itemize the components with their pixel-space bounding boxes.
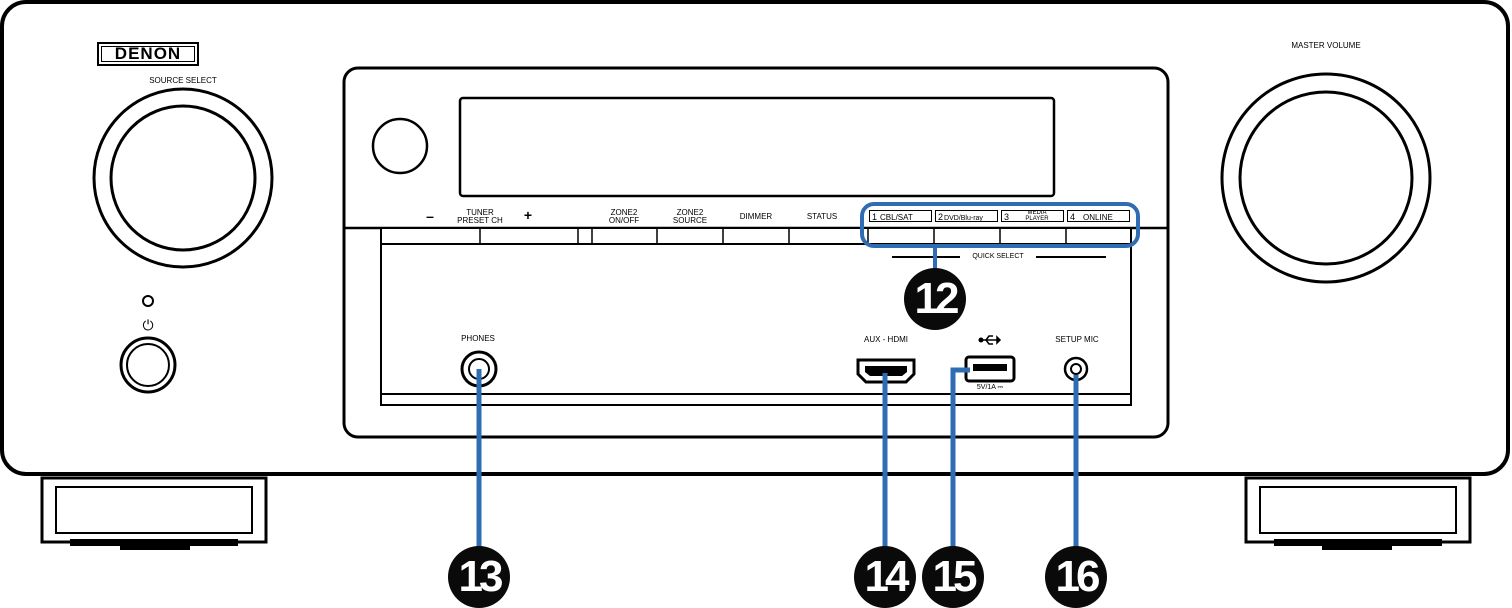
preset-minus-label: –: [426, 208, 434, 224]
callout-14-badge: 14: [854, 546, 916, 608]
quick-select-2-button[interactable]: 2DVD/Blu-ray: [935, 210, 998, 222]
phones-label: PHONES: [461, 334, 495, 343]
master-volume-label: MASTER VOLUME: [1291, 41, 1361, 50]
quick-select-label: QUICK SELECT: [972, 253, 1024, 260]
remote-sensor: [371, 117, 429, 175]
power-indicator: [142, 295, 154, 307]
setup-mic-label: SETUP MIC: [1055, 335, 1099, 344]
usb-rating-label: 5V/1A ⎓: [976, 384, 1004, 391]
preset-plus-label: +: [523, 207, 533, 223]
denon-logo: DENON: [97, 42, 199, 66]
callout-lines: [476, 202, 1140, 548]
callout-13-badge: 13: [448, 546, 510, 608]
right-foot: [1244, 476, 1472, 550]
source-select-label: SOURCE SELECT: [149, 76, 217, 85]
power-icon: ⏻: [142, 318, 154, 334]
front-flap: [380, 243, 1132, 406]
callout-16-badge: 16: [1045, 546, 1107, 608]
aux-hdmi-label: AUX - HDMI: [864, 335, 908, 344]
dimmer-label: DIMMER: [739, 212, 773, 221]
display-window: [458, 96, 1056, 198]
quick-select-highlight: [860, 202, 1140, 248]
callout-15-badge: 15: [922, 546, 984, 608]
left-foot: [40, 476, 268, 550]
callout-12-badge: 12: [904, 268, 966, 330]
status-label: STATUS: [806, 212, 838, 221]
usb-symbol-icon: [978, 335, 1002, 345]
